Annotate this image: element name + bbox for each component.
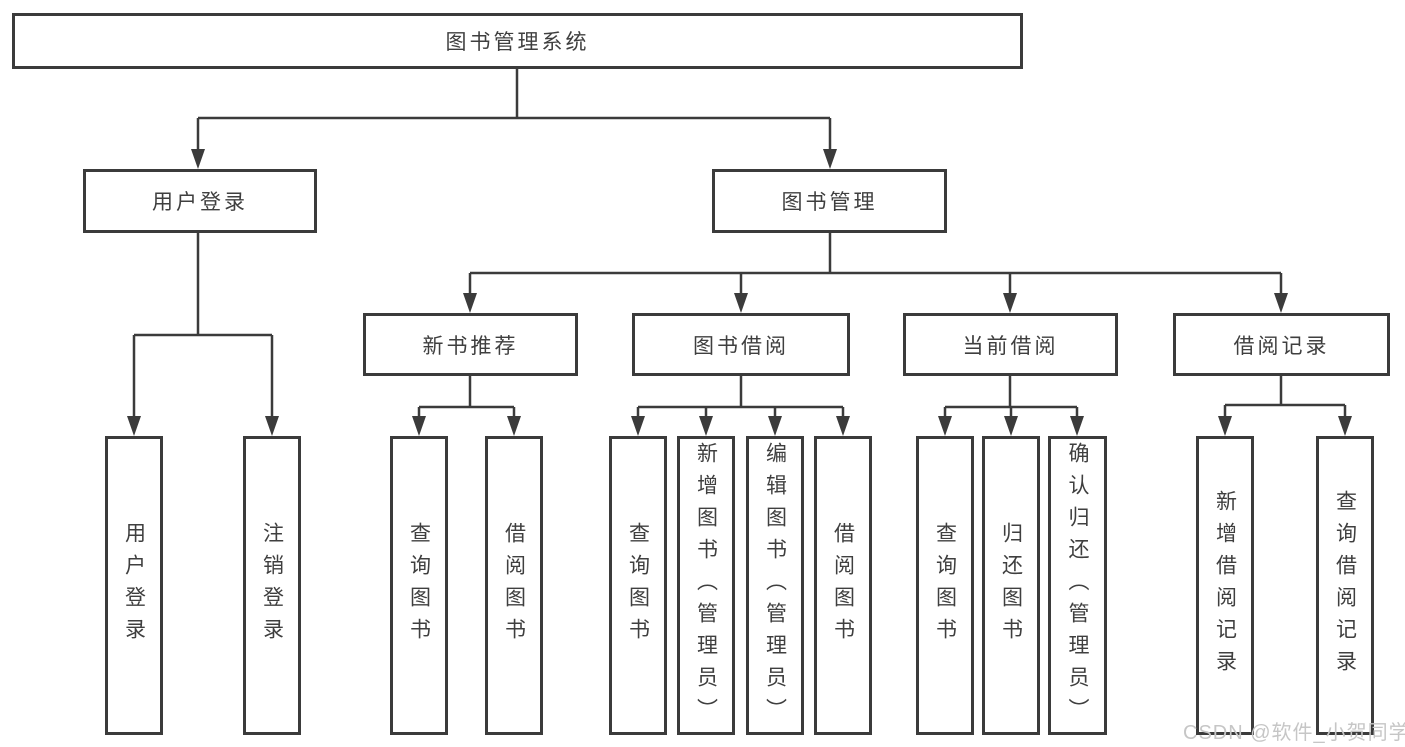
node-borrow-records: 借阅记录 (1173, 313, 1390, 376)
leaf-rec-borrow-books: 借阅图书 (485, 436, 543, 735)
leaf-logout: 注销登录 (243, 436, 301, 735)
leaf-add-books-admin: 新增图书（管理员） (677, 436, 735, 735)
leaf-current-query-books: 查询图书 (916, 436, 974, 735)
leaf-borrow-books: 借阅图书 (814, 436, 872, 735)
watermark: CSDN @软件_小贺同学 (1183, 722, 1405, 744)
node-root: 图书管理系统 (12, 13, 1023, 69)
node-book-borrow: 图书借阅 (632, 313, 850, 376)
leaf-return-books: 归还图书 (982, 436, 1040, 735)
node-new-book-recommend: 新书推荐 (363, 313, 578, 376)
leaf-user-login: 用户登录 (105, 436, 163, 735)
leaf-borrow-query-books: 查询图书 (609, 436, 667, 735)
leaf-confirm-return-admin: 确认归还（管理员） (1048, 436, 1107, 735)
leaf-rec-query-books: 查询图书 (390, 436, 448, 735)
leaf-add-borrow-record: 新增借阅记录 (1196, 436, 1254, 735)
node-book-management: 图书管理 (712, 169, 947, 233)
node-user-login: 用户登录 (83, 169, 317, 233)
node-current-borrow: 当前借阅 (903, 313, 1118, 376)
leaf-query-borrow-record: 查询借阅记录 (1316, 436, 1374, 735)
leaf-edit-books-admin: 编辑图书（管理员） (746, 436, 804, 735)
